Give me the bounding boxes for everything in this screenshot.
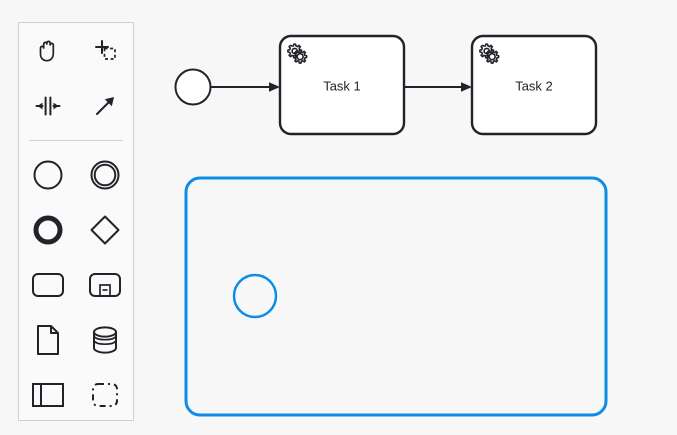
- hand-tool-icon: [33, 36, 63, 66]
- subprocess-collapsed-icon: [88, 271, 122, 299]
- palette-row: [19, 23, 133, 78]
- global-connect-tool-icon: [90, 91, 120, 121]
- task-2-label: Task 2: [515, 78, 553, 93]
- palette-item-start-event[interactable]: [19, 147, 76, 202]
- lasso-tool-icon: [90, 36, 120, 66]
- palette-item-global-connect-tool[interactable]: [76, 78, 133, 133]
- palette-row: [19, 78, 133, 133]
- start-event-icon: [31, 158, 65, 192]
- data-store-icon: [90, 325, 120, 355]
- palette-item-data-object[interactable]: [19, 312, 76, 367]
- palette-item-participant[interactable]: [19, 367, 76, 422]
- palette-item-lasso-tool[interactable]: [76, 23, 133, 78]
- group-icon: [90, 381, 120, 409]
- palette-group-elements: [19, 147, 133, 422]
- palette-row: [19, 312, 133, 367]
- palette-group-tools: [19, 23, 133, 133]
- service-task-gear-icon: [479, 43, 500, 64]
- palette-row: [19, 257, 133, 312]
- sequence-flow-task1-to-task2[interactable]: [404, 82, 472, 92]
- palette-item-gateway[interactable]: [76, 202, 133, 257]
- end-event-icon: [31, 213, 65, 247]
- intermediate-event-icon: [88, 158, 122, 192]
- task-2[interactable]: Task 2: [470, 34, 598, 136]
- data-object-icon: [35, 324, 61, 356]
- palette-item-task[interactable]: [19, 257, 76, 312]
- palette-item-data-store[interactable]: [76, 312, 133, 367]
- palette-item-subprocess-collapsed[interactable]: [76, 257, 133, 312]
- task-1[interactable]: Task 1: [278, 34, 406, 136]
- palette-item-space-tool[interactable]: [19, 78, 76, 133]
- participant-icon: [31, 382, 65, 408]
- gateway-icon: [88, 213, 122, 247]
- palette-divider: [29, 140, 123, 141]
- selected-subprocess[interactable]: [184, 176, 608, 417]
- palette-row: [19, 202, 133, 257]
- palette-row: [19, 147, 133, 202]
- palette-row: [19, 367, 133, 422]
- start-event[interactable]: [174, 68, 212, 106]
- palette-item-end-event[interactable]: [19, 202, 76, 257]
- selected-start-event[interactable]: [232, 273, 278, 319]
- service-task-gear-icon: [287, 43, 308, 64]
- bpmn-palette[interactable]: [18, 22, 134, 421]
- space-tool-icon: [33, 91, 63, 121]
- palette-item-intermediate-event[interactable]: [76, 147, 133, 202]
- palette-item-hand-tool[interactable]: [19, 23, 76, 78]
- task-icon: [31, 271, 65, 299]
- task-1-label: Task 1: [323, 78, 361, 93]
- sequence-flow-start-to-task1[interactable]: [211, 82, 280, 92]
- palette-item-group[interactable]: [76, 367, 133, 422]
